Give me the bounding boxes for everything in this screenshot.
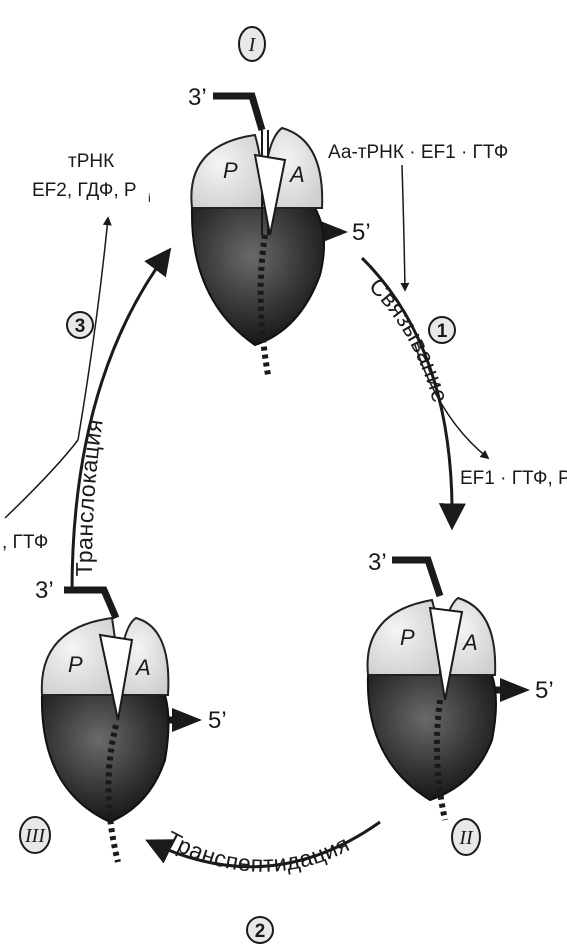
site-p-label: P [400, 625, 415, 650]
small-subunit [368, 675, 496, 800]
translocation-input-arrow [5, 440, 78, 518]
mrna-incoming [213, 96, 262, 130]
end-3-label: 3’ [35, 577, 54, 604]
end-5-label: 5’ [535, 677, 554, 704]
ribosome-stage-1: P A 3’ 5’ I [188, 27, 371, 375]
mrna-arrowhead [500, 678, 530, 702]
step-2-number: 2 [255, 921, 266, 942]
ribosome-stage-2: P A 3’ 5’ II [368, 549, 554, 855]
site-p-label: P [223, 158, 238, 183]
small-subunit [42, 695, 169, 822]
mrna-incoming [392, 560, 440, 596]
site-a-label: A [134, 655, 151, 680]
end-5-label: 5’ [352, 219, 371, 246]
roman-numeral: II [458, 827, 474, 849]
end-3-label: 3’ [188, 84, 207, 111]
transpeptidation-label: Транспептидация [162, 826, 354, 877]
mrna-arrowhead [172, 708, 202, 732]
binding-input-arrow [402, 165, 405, 290]
mrna-incoming [64, 590, 116, 618]
binding-output-label: EF1 · ГТФ, Р [460, 468, 567, 489]
translocation-output-subscript: i [148, 191, 151, 205]
translocation-input-label: , ГТФ [2, 532, 48, 553]
translocation-output-line2: EF2, ГДФ, Р [32, 180, 137, 201]
roman-numeral: III [24, 825, 46, 847]
translocation-output-line1: тРНК [68, 151, 114, 172]
site-a-label: A [461, 630, 478, 655]
small-subunit [192, 208, 324, 345]
site-a-label: A [288, 162, 305, 187]
step-3-number: 3 [75, 316, 86, 337]
roman-numeral: I [248, 34, 257, 56]
end-5-label: 5’ [208, 707, 227, 734]
end-3-label: 3’ [368, 549, 387, 576]
binding-input-label: Аа-тРНК · EF1 · ГТФ [328, 142, 508, 163]
site-p-label: P [68, 652, 83, 677]
ribosome-stage-3: P A 3’ 5’ III [20, 577, 227, 862]
step-1-number: 1 [437, 321, 448, 342]
